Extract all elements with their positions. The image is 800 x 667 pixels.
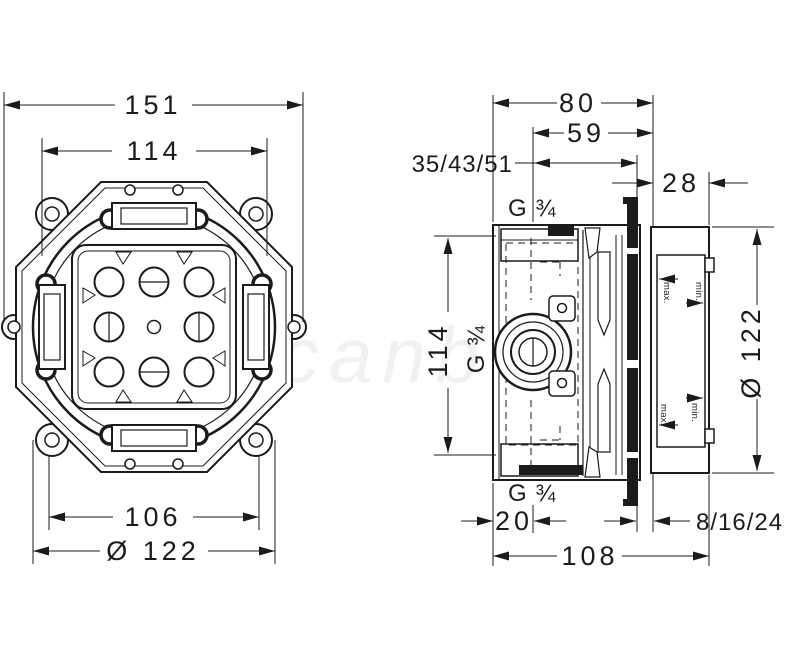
section-view-drawing: max. min. min. max. <box>412 88 783 571</box>
dim-bolt-spacing: 114 <box>41 136 268 256</box>
max-lower-label: max. <box>658 404 669 426</box>
dim-35-43-51-label: 35/43/51 <box>412 151 513 178</box>
wall-flange <box>623 197 638 506</box>
min-upper-label: min. <box>693 282 704 301</box>
dim-flange-diameter: Ø 122 <box>32 440 276 566</box>
fastening-tabs <box>38 202 270 452</box>
front-view-drawing: 151 114 106 Ø 122 <box>1 90 307 566</box>
function-block <box>71 244 237 410</box>
dim-dia122-label: Ø 122 <box>106 536 200 566</box>
max-upper-label: max. <box>661 282 672 304</box>
dim-overall-depth: 108 <box>493 541 709 571</box>
thread-g34-side-label: G ¾ <box>463 325 490 373</box>
dim-151-label: 151 <box>124 90 181 120</box>
dim-install-depth: 35/43/51 <box>412 151 637 178</box>
dim-total-depth: 80 <box>493 88 653 118</box>
dim-114-label: 114 <box>126 136 181 166</box>
dim-80-label: 80 <box>559 88 597 118</box>
dim-20-label: 20 <box>495 506 533 536</box>
dim-106-label: 106 <box>124 502 181 532</box>
plaster-box: max. min. min. max. <box>650 226 715 474</box>
dim-8-16-24-label: 8/16/24 <box>696 509 783 536</box>
extension-lines <box>434 95 774 566</box>
dim-plaster-depth: 8/16/24 <box>604 509 783 536</box>
dim-port-spacing: 114 <box>423 238 453 453</box>
min-lower-label: min. <box>689 403 700 422</box>
dim-28-label: 28 <box>662 168 700 198</box>
dim-box-diameter: Ø 122 <box>736 229 766 471</box>
dim-box-depth: 28 <box>612 168 748 198</box>
g34-port <box>493 295 576 397</box>
dim-108-label: 108 <box>561 541 618 571</box>
thread-g34-bottom-label: G ¾ <box>508 480 556 507</box>
watermark-text: canb <box>280 311 489 399</box>
dim-body-depth: 59 <box>533 118 653 148</box>
dim-59-label: 59 <box>567 118 605 148</box>
dim-port-offset: 20 <box>461 506 566 536</box>
dim-dia122-vertical-label: Ø 122 <box>736 305 766 399</box>
thread-g34-top-label: G ¾ <box>508 195 556 222</box>
dim-114-vertical-label: 114 <box>423 322 453 377</box>
dim-inner-width: 106 <box>48 455 260 532</box>
dim-overall-width: 151 <box>3 90 304 322</box>
